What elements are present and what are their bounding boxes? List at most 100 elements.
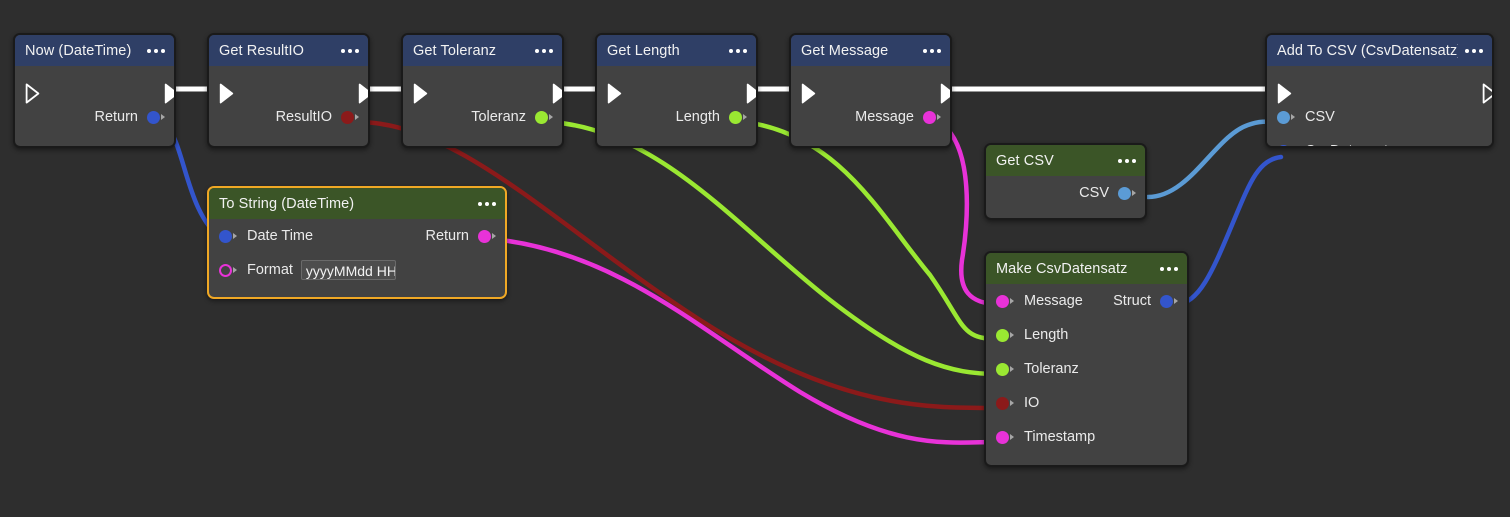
node-menu-icon[interactable] bbox=[147, 48, 165, 53]
pin-out-message[interactable] bbox=[923, 110, 941, 125]
pin-out-csv[interactable] bbox=[1118, 186, 1136, 201]
exec-row bbox=[209, 66, 368, 104]
node-header[interactable]: Add To CSV (CsvDatensatz) bbox=[1267, 35, 1492, 66]
pin-label-input: Timestamp bbox=[1024, 429, 1096, 445]
pin-in-length[interactable] bbox=[996, 328, 1014, 343]
pin-out-return[interactable] bbox=[478, 229, 496, 244]
pin-row: CsvDatensatz bbox=[1267, 134, 1492, 146]
pin-in-timestamp[interactable] bbox=[996, 430, 1014, 445]
pin-dot-icon bbox=[996, 328, 1009, 342]
pin-dot-icon bbox=[996, 396, 1009, 410]
node-header[interactable]: Get Length bbox=[597, 35, 756, 66]
pin-out-toleranz[interactable] bbox=[535, 110, 553, 125]
pin-dot-icon bbox=[1160, 294, 1173, 308]
exec-row bbox=[1267, 66, 1492, 104]
node-header[interactable]: Get CSV bbox=[986, 145, 1145, 176]
pin-row: CSV bbox=[986, 176, 1145, 210]
pin-row: ResultIO bbox=[209, 100, 368, 134]
node-menu-icon[interactable] bbox=[341, 48, 359, 53]
node-menu-icon[interactable] bbox=[535, 48, 553, 53]
pin-row: Toleranz bbox=[986, 352, 1187, 386]
pin-label-input: IO bbox=[1024, 395, 1040, 411]
wire-getcsv-to-addtocsv-csv[interactable] bbox=[1145, 119, 1284, 200]
node-menu-icon[interactable] bbox=[1465, 48, 1483, 53]
pin-arrow-icon bbox=[1132, 189, 1136, 196]
exec-in-icon bbox=[801, 83, 816, 104]
exec-row bbox=[403, 66, 562, 104]
wire-toleranz-to-make-toleranz[interactable] bbox=[548, 119, 1001, 377]
exec-in-icon bbox=[1277, 83, 1292, 104]
node-title: Add To CSV (CsvDatensatz) bbox=[1277, 42, 1458, 59]
pin-label-input: CSV bbox=[1305, 109, 1335, 125]
wire-struct-to-addtocsv-csvdatensatz[interactable] bbox=[1174, 154, 1284, 307]
node-title: Get ResultIO bbox=[219, 42, 305, 59]
node-body: CSV CsvDatensatz bbox=[1267, 66, 1492, 146]
pin-in-toleranz[interactable] bbox=[996, 362, 1014, 377]
pin-dot-icon bbox=[1277, 110, 1290, 124]
node-get-csv[interactable]: Get CSV CSV bbox=[984, 143, 1147, 220]
pin-out-length[interactable] bbox=[729, 110, 747, 125]
pin-arrow-icon bbox=[1010, 297, 1014, 304]
pin-out-struct[interactable] bbox=[1160, 294, 1178, 309]
pin-in-csvdatensatz[interactable] bbox=[1277, 144, 1294, 146]
pin-in-format[interactable] bbox=[219, 263, 237, 278]
exec-row bbox=[15, 66, 174, 104]
node-body: Length bbox=[597, 66, 756, 134]
wire-tostring-return-to-make-timestamp[interactable] bbox=[498, 237, 1001, 445]
exec-out-icon bbox=[1482, 83, 1492, 104]
node-header[interactable]: To String (DateTime) bbox=[209, 188, 505, 219]
pin-label-input: Length bbox=[1024, 327, 1069, 343]
node-now-datetime[interactable]: Now (DateTime)Return bbox=[13, 33, 176, 148]
pin-arrow-icon bbox=[492, 232, 496, 239]
exec-in-icon bbox=[219, 83, 234, 104]
pin-arrow-icon bbox=[937, 113, 941, 120]
node-body: CSV bbox=[986, 176, 1145, 210]
node-header[interactable]: Get Message bbox=[791, 35, 950, 66]
pin-row: Format yyyyMMdd HHmm bbox=[209, 253, 505, 287]
node-add-to-csv[interactable]: Add To CSV (CsvDatensatz) CSV CsvDatensatz bbox=[1265, 33, 1494, 148]
node-header[interactable]: Make CsvDatensatz bbox=[986, 253, 1187, 284]
pin-label-input: Format bbox=[247, 262, 293, 278]
pin-label-output: CSV bbox=[1079, 185, 1109, 201]
pin-label-output: Toleranz bbox=[471, 109, 526, 125]
node-menu-icon[interactable] bbox=[729, 48, 747, 53]
pin-arrow-icon bbox=[355, 113, 359, 120]
pin-dot-icon bbox=[535, 110, 548, 124]
pin-out-resultio[interactable] bbox=[341, 110, 359, 125]
node-title: Now (DateTime) bbox=[25, 42, 132, 59]
node-title: Get Toleranz bbox=[413, 42, 497, 59]
pin-arrow-icon bbox=[1010, 399, 1014, 406]
node-menu-icon[interactable] bbox=[1160, 266, 1178, 271]
pin-label-output: Return bbox=[425, 228, 469, 244]
format-input-field[interactable]: yyyyMMdd HHmm bbox=[300, 260, 396, 280]
pin-label-input: Message bbox=[1024, 293, 1083, 309]
node-menu-icon[interactable] bbox=[478, 201, 496, 206]
pin-in-message[interactable] bbox=[996, 294, 1014, 309]
node-title: Get Message bbox=[801, 42, 889, 59]
pin-in-io[interactable] bbox=[996, 396, 1014, 411]
pin-row-output-group: Return bbox=[425, 228, 496, 244]
node-menu-icon[interactable] bbox=[1118, 158, 1136, 163]
pin-label-output: Length bbox=[675, 109, 720, 125]
node-menu-icon[interactable] bbox=[923, 48, 941, 53]
wire-length-to-make-length[interactable] bbox=[742, 119, 1001, 342]
pin-row: Length bbox=[986, 318, 1187, 352]
node-get-resultio[interactable]: Get ResultIO ResultIO bbox=[207, 33, 370, 148]
node-header[interactable]: Get Toleranz bbox=[403, 35, 562, 66]
node-header[interactable]: Get ResultIO bbox=[209, 35, 368, 66]
pin-dot-icon bbox=[1277, 144, 1290, 146]
pin-dot-icon bbox=[219, 263, 232, 277]
pin-out-return[interactable] bbox=[147, 110, 165, 125]
pin-dot-icon bbox=[478, 229, 491, 243]
pin-in-csv[interactable] bbox=[1277, 110, 1295, 125]
node-header[interactable]: Now (DateTime) bbox=[15, 35, 174, 66]
pin-in-date-time[interactable] bbox=[219, 229, 237, 244]
node-body: Toleranz bbox=[403, 66, 562, 134]
